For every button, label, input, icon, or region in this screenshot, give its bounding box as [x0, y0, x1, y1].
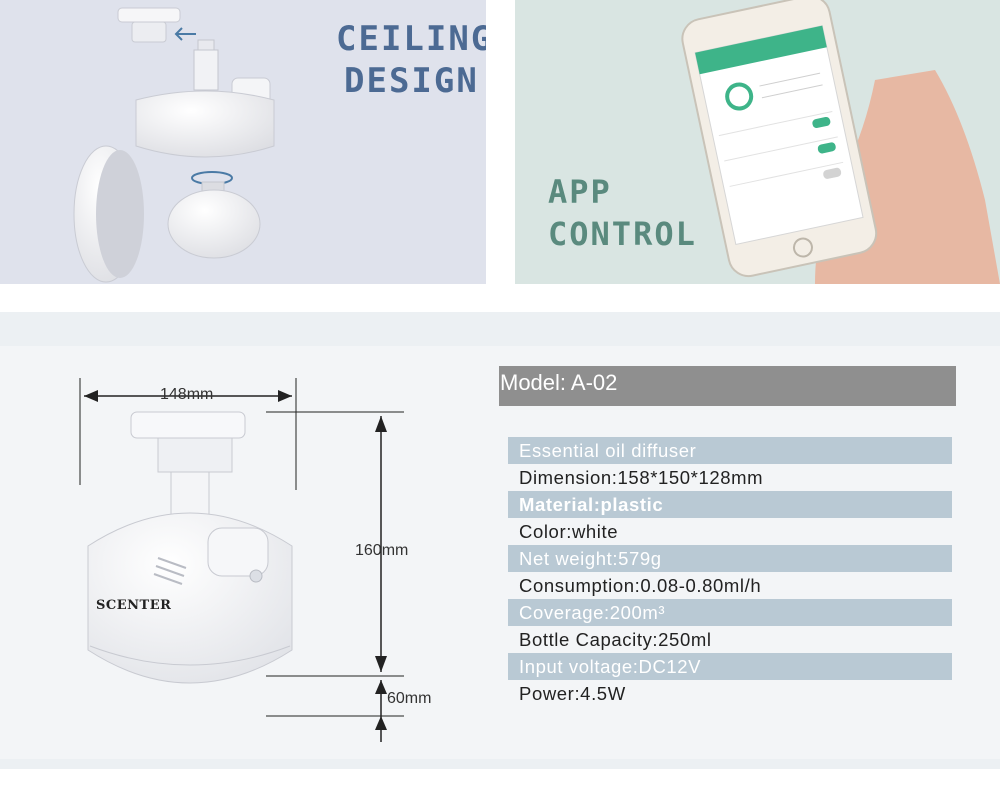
app-control-panel: APP CONTROL — [515, 0, 1000, 284]
phone-in-hand-illustration — [681, 0, 1000, 284]
spec-row: Input voltage:DC12V — [508, 653, 952, 680]
ceiling-title-line2: DESIGN — [344, 61, 479, 101]
spec-row: Material:plastic — [508, 491, 952, 518]
spec-row: Net weight:579g — [508, 545, 952, 572]
spec-row: Dimension:158*150*128mm — [519, 466, 764, 488]
bottle-dimension-label: 60mm — [387, 690, 432, 707]
ceiling-title-line1: CEILING — [336, 19, 486, 59]
height-dimension-label: 160mm — [355, 542, 409, 559]
spec-row: Essential oil diffuser — [508, 437, 952, 464]
model-label: Model: A-02 — [500, 370, 618, 395]
ceiling-mount-illustration — [73, 7, 275, 283]
spec-row: Power:4.5W — [519, 682, 626, 704]
ceiling-design-panel: CEILING DESIGN — [0, 0, 486, 284]
spec-row: Color:white — [519, 520, 619, 542]
app-title-line2: CONTROL — [548, 215, 697, 253]
product-dimension-drawing — [79, 378, 404, 742]
brand-logo: SCENTER — [96, 598, 172, 613]
app-title-line1: APP — [548, 173, 612, 211]
spec-row: Bottle Capacity:250ml — [519, 628, 712, 650]
spec-row: Coverage:200m³ — [508, 599, 952, 626]
model-bar — [499, 366, 956, 406]
spec-row: Consumption:0.08-0.80ml/h — [519, 574, 762, 596]
width-dimension-label: 148mm — [160, 386, 214, 403]
